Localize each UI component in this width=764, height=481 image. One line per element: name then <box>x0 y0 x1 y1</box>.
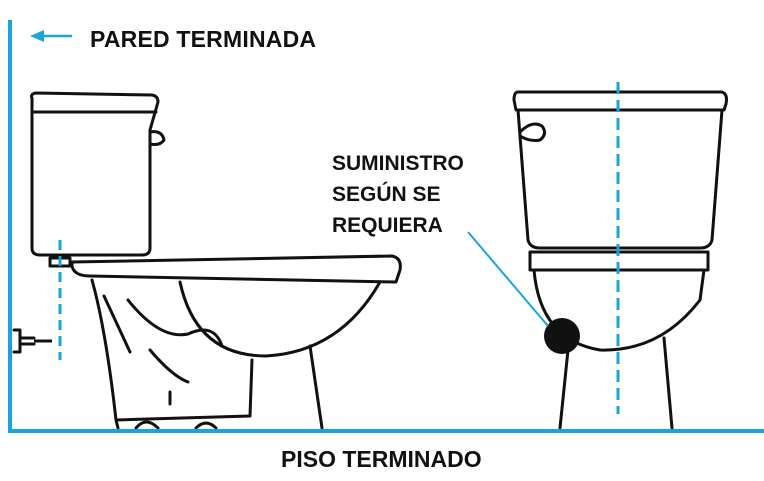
side-seat <box>70 254 402 284</box>
side-trapway <box>102 294 224 384</box>
front-flush-handle <box>518 122 547 142</box>
side-supply-nut <box>48 256 72 268</box>
front-bowl <box>532 268 706 352</box>
arrow-left-head <box>30 30 44 42</box>
side-base <box>90 278 324 430</box>
finished-wall-label: PARED TERMINADA <box>90 26 317 52</box>
front-tank-lid <box>512 90 728 112</box>
front-view-toilet <box>512 90 728 430</box>
supply-leader-line <box>467 231 549 327</box>
side-bowl <box>178 280 382 358</box>
side-view-toilet <box>12 91 402 430</box>
front-pedestal <box>558 336 674 430</box>
supply-label: SUMINISTRO SEGÚN SE REQUIERA <box>332 148 464 241</box>
side-foot-curve <box>134 420 218 430</box>
supply-fitting-icon <box>544 318 580 354</box>
front-seat <box>528 250 710 272</box>
supply-valve-icon <box>12 328 36 354</box>
supply-label-line-3: REQUIERA <box>332 214 443 237</box>
front-tank <box>516 108 724 250</box>
side-tank <box>30 91 160 257</box>
supply-label-line-2: SEGÚN SE <box>332 183 441 206</box>
side-flush-handle <box>148 130 166 146</box>
finished-floor-label: PISO TERMINADO <box>281 446 482 472</box>
supply-label-line-1: SUMINISTRO <box>332 152 464 175</box>
